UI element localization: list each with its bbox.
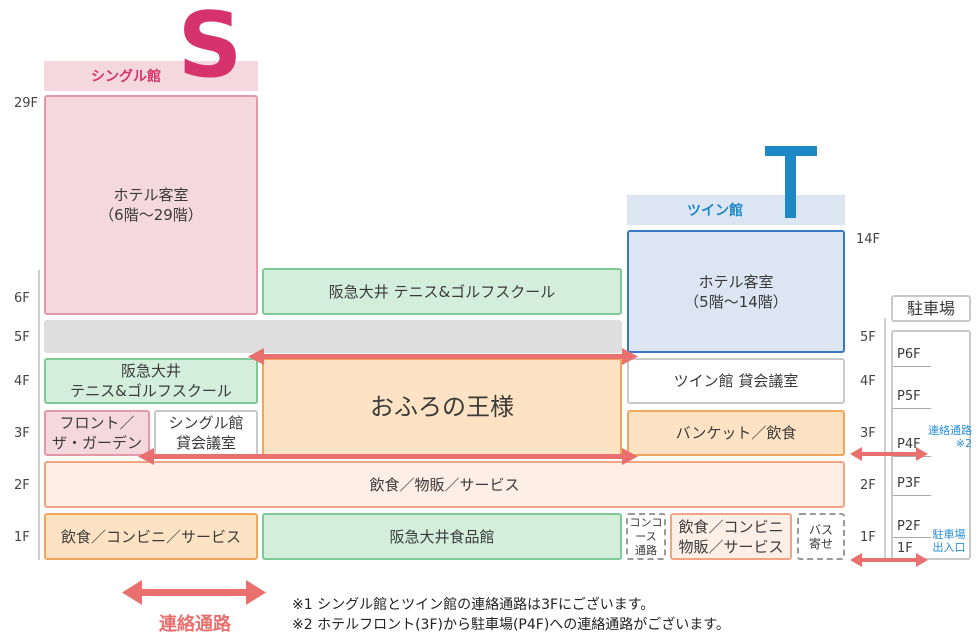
- parking-level-line: [893, 366, 931, 367]
- single-meeting-room-label: シングル館 貸会議室: [168, 414, 244, 452]
- tennis-golf-school-4f-label: 阪急大井 テニス&ゴルフスクール: [70, 362, 232, 400]
- bus-stop: バス 寄せ: [797, 513, 845, 560]
- floor-2f-shops: 飲食／物販／サービス: [44, 461, 845, 508]
- floor-label-5f-left: 5F: [14, 330, 30, 345]
- ofuro-no-ousama: おふろの王様: [262, 358, 622, 456]
- left-floor-tick: [38, 270, 40, 560]
- parking-corridor-label: 連絡通路 ※2: [928, 424, 972, 450]
- parking-structure: [891, 330, 971, 560]
- banquet-dining: バンケット／飲食: [627, 410, 845, 456]
- parking-level-p4f: P4F: [897, 437, 921, 452]
- floor-label-4f-right: 4F: [860, 374, 876, 389]
- parking-level-line: [893, 456, 931, 457]
- right-floor-tick: [884, 318, 886, 560]
- floor-label-3f-left: 3F: [14, 426, 30, 441]
- floor-label-3f-right: 3F: [860, 426, 876, 441]
- twin-building-header: [627, 195, 845, 225]
- floor-label-1f-left: 1F: [14, 530, 30, 545]
- floor-5f-gray-band: [44, 320, 622, 353]
- front-garden-label: フロント／ ザ・ガーデン: [51, 414, 142, 452]
- floor-label-1f-right: 1F: [860, 530, 876, 545]
- floor-label-29f: 29F: [14, 96, 39, 111]
- parking-title: 駐車場: [906, 298, 955, 318]
- parking-level-p5f: P5F: [897, 389, 921, 404]
- single-letter-icon: S: [177, 0, 243, 98]
- concourse-passage: コンコース 通路: [626, 513, 666, 560]
- note-1: ※1 シングル館とツイン館の連絡通路は3Fにございます。: [292, 597, 655, 613]
- parking-level-line: [893, 408, 931, 409]
- legend-corridor-label: 連絡通路: [159, 614, 231, 635]
- single-hotel-rooms: ホテル客室 （6階～29階）: [44, 95, 258, 315]
- front-garden: フロント／ ザ・ガーデン: [44, 410, 150, 456]
- floor-label-5f-right: 5F: [860, 330, 876, 345]
- parking-level-p3f: P3F: [897, 476, 921, 491]
- food-hall-label: 阪急大井食品館: [389, 527, 495, 546]
- floor-2f-shops-label: 飲食／物販／サービス: [369, 475, 520, 494]
- left-1f-shops-label: 飲食／コンビニ／サービス: [60, 527, 241, 546]
- tennis-golf-school-6f: 阪急大井 テニス&ゴルフスクール: [262, 268, 622, 315]
- floor-label-2f-right: 2F: [860, 478, 876, 493]
- floor-label-14f: 14F: [856, 232, 881, 247]
- banquet-dining-label: バンケット／飲食: [675, 424, 797, 442]
- left-1f-shops: 飲食／コンビニ／サービス: [44, 513, 258, 560]
- single-meeting-room: シングル館 貸会議室: [154, 410, 258, 456]
- twin-hotel-rooms: ホテル客室 （5階～14階）: [627, 230, 845, 353]
- floor-label-4f-left: 4F: [14, 374, 30, 389]
- tennis-golf-school-4f: 阪急大井 テニス&ゴルフスクール: [44, 358, 258, 404]
- floor-label-2f-left: 2F: [14, 478, 30, 493]
- concourse-passage-label: コンコース 通路: [629, 515, 663, 557]
- twin-building-name: ツイン館: [687, 203, 743, 219]
- note-2: ※2 ホテルフロント(3F)から駐車場(P4F)への連絡通路がございます。: [292, 617, 730, 633]
- parking-title-box: 駐車場: [891, 295, 971, 322]
- legend-arrow-icon: [122, 580, 266, 605]
- parking-level-line: [893, 537, 931, 538]
- parking-level-1f: 1F: [897, 541, 913, 556]
- parking-level-p2f: P2F: [897, 519, 921, 534]
- twin-1f-shops: 飲食／コンビニ 物販／サービス: [670, 513, 792, 560]
- parking-entrance-label: 駐車場 出入口: [932, 528, 966, 554]
- parking-level-line: [893, 495, 931, 496]
- parking-level-p6f: P6F: [897, 347, 921, 362]
- twin-letter-stem: [785, 146, 796, 218]
- twin-letter-icon: [765, 146, 817, 218]
- bus-stop-label: バス 寄せ: [808, 522, 833, 551]
- twin-meeting-room: ツイン館 貸会議室: [627, 358, 845, 404]
- tennis-golf-school-6f-label: 阪急大井 テニス&ゴルフスクール: [328, 282, 556, 301]
- ofuro-no-ousama-label: おふろの王様: [370, 393, 514, 421]
- single-hotel-rooms-label: ホテル客室 （6階～29階）: [99, 186, 203, 224]
- twin-hotel-rooms-label: ホテル客室 （5階～14階）: [684, 272, 788, 311]
- twin-1f-shops-label: 飲食／コンビニ 物販／サービス: [678, 517, 784, 556]
- single-building-name: シングル館: [91, 69, 161, 85]
- food-hall: 阪急大井食品館: [262, 513, 622, 560]
- single-building-header: [44, 61, 258, 91]
- twin-meeting-room-label: ツイン館 貸会議室: [673, 372, 799, 390]
- floor-label-6f-left: 6F: [14, 291, 30, 306]
